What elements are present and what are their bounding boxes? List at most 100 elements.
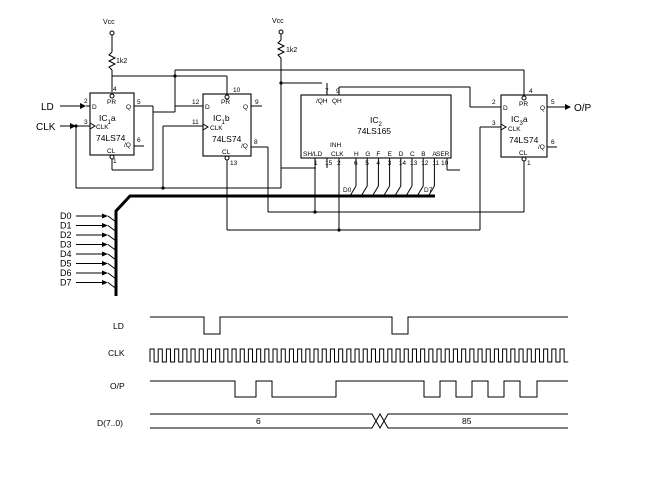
ic1b-pin-qn: 8: [254, 139, 258, 146]
timing-label-data: D(7..0): [97, 418, 123, 428]
op-waveform: [150, 380, 568, 398]
ic2-data-wire-slant: [383, 185, 391, 197]
bus-entry-slant: [107, 225, 117, 232]
bus-entry-arrow: [102, 232, 108, 238]
ic2-data-wire-slant: [371, 185, 379, 197]
ic2-data-wire-slant: [394, 185, 402, 197]
res-right-label: 1k2: [286, 47, 297, 54]
ic2-data-wire-slant: [427, 185, 435, 197]
ic1b-pin-pr: 10: [233, 87, 241, 94]
timing-diagram: LD CLK O/P D(7..0) 6 85: [97, 316, 569, 430]
ic2-data-pin-number: 12: [421, 160, 429, 167]
bus-entry-slant: [107, 215, 117, 223]
ic2-pin-shld: 1: [314, 160, 318, 167]
ic1a-pin-clk: 3: [84, 119, 88, 126]
ic2-data-pin-number: 13: [410, 160, 418, 167]
ic1a-lbl-clk: CLK: [96, 124, 109, 131]
bus-entry-slant: [107, 253, 117, 261]
ic1a-lbl-q: Q: [126, 104, 131, 111]
ic1a-pin-q: 5: [137, 99, 141, 106]
ic3a-pin-q: 5: [551, 99, 555, 106]
bus-entry-arrow: [102, 270, 108, 276]
ic3a-pin-qn: 6: [551, 139, 555, 146]
vcc-left-group: Vcc 1k2: [103, 19, 127, 92]
ic1b-pin-q: 9: [255, 99, 259, 106]
ic3a-lbl-cl: CL: [519, 150, 528, 157]
ic1b-lbl-d: D: [205, 104, 210, 111]
ic3a-lbl-pr: PR: [519, 101, 528, 108]
ic2-pin-inh: 15: [325, 160, 333, 167]
timing-label-clk: CLK: [108, 348, 125, 358]
ic3a-lbl-d: D: [503, 105, 508, 112]
bus-line-label: D2: [60, 230, 72, 240]
ic2-data-pin-label: D: [399, 151, 404, 158]
ic1a-pin-qn: 6: [137, 137, 141, 144]
ic1a-lbl-cl: CL: [107, 148, 116, 155]
ic1b-lbl-clk: CLK: [210, 125, 223, 132]
ic3a-flipflop: 4 PR 2 D IC3a 3 CLK 74LS74 Q 5 O/P /Q 6 …: [492, 88, 592, 167]
ic2-data-wire-slant: [416, 185, 424, 197]
bus-entry-arrow: [102, 223, 108, 228]
ic1a-pin-cl: 1: [113, 158, 117, 165]
clk-waveform: [149, 348, 569, 363]
ic2-pin-ser: 10: [441, 160, 449, 167]
ic2-data-pin-label: H: [354, 151, 359, 158]
ic2-lbl-inh: INH: [330, 142, 342, 149]
bus-entry-arrow: [102, 242, 108, 247]
bus-entry-arrow: [102, 251, 108, 257]
ld-input-label: LD: [41, 102, 54, 113]
res-left-label: 1k2: [116, 58, 127, 65]
pullup-resistor-left: [107, 51, 117, 71]
bus-line-label: D7: [60, 278, 72, 288]
ic3a-lbl-q: Q: [540, 105, 545, 112]
ic2-bus-d7: D7: [424, 187, 433, 194]
bus-value-second: 85: [462, 416, 472, 426]
ic2-data-pin-label: F: [376, 151, 380, 158]
ic2-bus-lines: [349, 158, 435, 197]
ic2-lbl-ser: SER: [436, 151, 450, 158]
ic3a-pin-pr: 4: [529, 88, 533, 95]
bus-value-first: 6: [256, 416, 261, 426]
timing-label-ld: LD: [113, 321, 124, 331]
bus-line-label: D5: [60, 259, 72, 269]
ic1b-lbl-cl: CL: [222, 149, 231, 156]
ic2-data-pin-label: C: [410, 151, 415, 158]
ic1b-flipflop: 10 PR 12 D IC1b 11 CLK 74LS74 Q 9 /Q 8 C…: [192, 87, 262, 167]
ic1a-part: 74LS74: [96, 133, 126, 143]
ic3a-pin-cl: 1: [527, 160, 531, 167]
ic1b-pin-cl: 13: [230, 160, 238, 167]
ic1b-name: IC1b: [213, 113, 230, 126]
bus-entry-arrow: [102, 261, 108, 266]
pullup-resistor-right: [276, 39, 286, 59]
ic1b-part: 74LS74: [212, 134, 242, 144]
bus-entry-arrow: [102, 213, 108, 219]
vcc-right-group: Vcc 1k2: [272, 18, 322, 169]
bus-line-label: D3: [60, 240, 72, 250]
bus-entry-slant: [107, 272, 117, 280]
ic2-data-pin-label: E: [388, 151, 393, 158]
ic2-data-pin-number: 14: [399, 160, 407, 167]
vcc-right-label: Vcc: [272, 18, 284, 25]
ic1a-name: IC1a: [99, 113, 116, 126]
ic2-part: 74LS165: [357, 126, 391, 136]
ic1b-lbl-qn: /Q: [241, 143, 248, 150]
ic2-pin-qh: 9: [336, 88, 340, 95]
wires: [74, 69, 525, 232]
ic2-data-pin-label: G: [365, 151, 370, 158]
ic2-lbl-qh: QH: [332, 98, 342, 105]
ic1a-lbl-pr: PR: [107, 99, 116, 106]
ic3a-lbl-clk: CLK: [508, 126, 521, 133]
bus-entry-slant: [107, 234, 117, 242]
ic1a-flipflop: 4 PR 2 D IC1a 3 CLK 74LS74 Q 5 /Q 6 CL 1: [84, 86, 144, 165]
ic1a-lbl-d: D: [92, 104, 97, 111]
bus-entry-arrow: [102, 280, 108, 285]
bus-entry-slant: [107, 282, 117, 289]
ic1a-pin-d: 2: [84, 98, 88, 105]
bus-line-label: D6: [60, 268, 72, 278]
ic1b-lbl-q: Q: [243, 104, 248, 111]
clk-input-label: CLK: [36, 122, 56, 133]
ic3a-part: 74LS74: [509, 135, 539, 145]
